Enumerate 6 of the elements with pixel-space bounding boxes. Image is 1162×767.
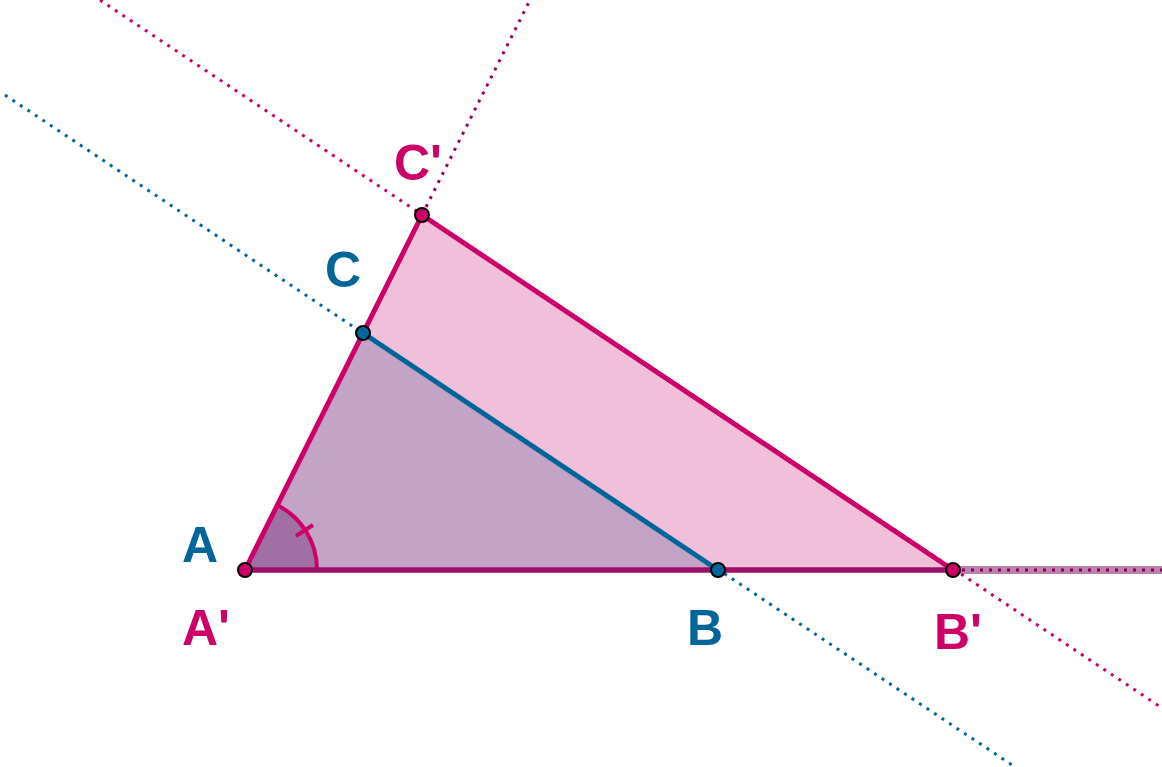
vertex-label: A' [182, 603, 230, 653]
vertex-label: B' [934, 607, 982, 657]
vertex-label: C [324, 245, 362, 295]
vertex-label: A [181, 520, 219, 570]
vertex-label: B [686, 603, 724, 653]
vertex-label: C' [394, 138, 442, 188]
